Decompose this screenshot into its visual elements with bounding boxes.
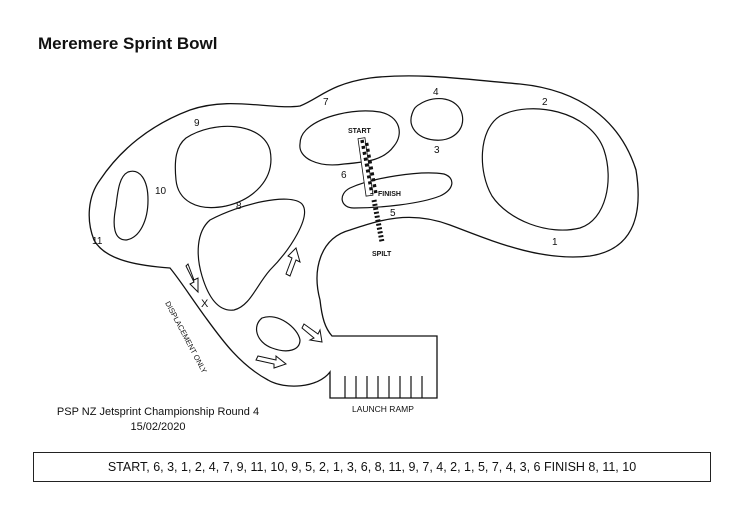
island-9 (174, 125, 272, 209)
island-number-9: 9 (194, 118, 200, 129)
split-label: SPILT (372, 251, 392, 258)
launch-ramp (344, 376, 423, 398)
finish-label: FINISH (378, 191, 401, 198)
arrow-icon (185, 247, 323, 369)
launch-ramp-label: LAUNCH RAMP (352, 404, 414, 414)
island-number-2: 2 (542, 97, 548, 108)
island-number-6: 6 (341, 170, 347, 181)
course-sequence: START, 6, 3, 1, 2, 4, 7, 9, 11, 10, 9, 5… (107, 460, 637, 474)
island-number-8: 8 (236, 201, 242, 212)
island-2 (481, 108, 609, 231)
island-number-11: 11 (92, 236, 103, 247)
event-info: PSP NZ Jetsprint Championship Round 4 15… (48, 405, 268, 435)
course-sequence-box: START, 6, 3, 1, 2, 4, 7, 9, 11, 10, 9, 5… (33, 452, 711, 482)
map-title: Meremere Sprint Bowl (38, 34, 218, 53)
island-number-4: 4 (433, 87, 439, 98)
event-name: PSP NZ Jetsprint Championship Round 4 (56, 406, 260, 418)
event-date: 15/02/2020 (130, 421, 186, 433)
island-4 (410, 97, 464, 141)
island-number-7: 7 (323, 97, 329, 108)
displacement-label: DISPLACEMENT ONLY (163, 300, 209, 375)
island-number-10: 10 (155, 186, 167, 197)
island-8 (197, 198, 306, 311)
island-number-1: 1 (552, 237, 558, 248)
x-mark: X (201, 298, 209, 310)
island-number-3: 3 (434, 145, 440, 156)
island-number-5: 5 (390, 208, 396, 219)
island-7 (299, 110, 400, 166)
start-label: START (348, 128, 372, 135)
water-boundary (88, 75, 639, 399)
island-5 (341, 172, 453, 209)
island-10 (113, 170, 149, 241)
island-small (255, 316, 301, 352)
start-line (357, 137, 378, 197)
split-line (371, 199, 385, 243)
